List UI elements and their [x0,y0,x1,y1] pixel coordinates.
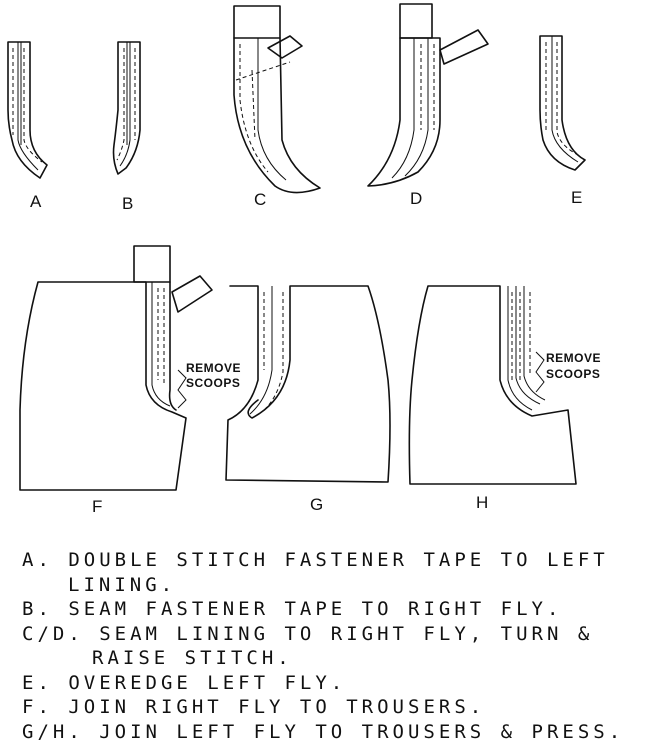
figure-b-right-fly-with-tape: B [112,41,141,213]
callout-f-scoops: SCOOPS [186,376,240,390]
figure-a-left-fly-with-tape: A [7,41,48,211]
figure-g-left-fly-joined-to-trousers: G [225,285,391,514]
figure-label-d: D [410,189,422,208]
step-b: B. SEAM FASTENER TAPE TO RIGHT FLY. [22,598,563,620]
figure-c-lining-seamed-to-right-fly: C [233,5,321,209]
figure-h-fly-pressed: REMOVE SCOOPS H [408,285,601,512]
figure-f-right-fly-joined-to-trousers: REMOVE SCOOPS F [19,245,241,516]
step-gh: G/H. JOIN LEFT FLY TO TROUSERS & PRESS. [22,720,625,743]
figure-label-h: H [476,493,488,512]
figure-label-e: E [571,188,582,207]
callout-h-remove: REMOVE [546,351,601,365]
step-e: E. OVEREDGE LEFT FLY. [22,671,347,694]
step-cd: C/D. SEAM LINING TO RIGHT FLY, TURN &RAI… [22,622,594,670]
callout-f-remove: REMOVE [186,361,241,375]
figure-label-g: G [310,495,323,514]
figure-label-b: B [122,194,133,213]
callout-h-scoops: SCOOPS [546,367,600,381]
step-f: F. JOIN RIGHT FLY TO TROUSERS. [22,696,486,718]
figure-d-lining-turned-and-raise-stitched: D [367,3,489,208]
figure-label-c: C [254,190,266,209]
figure-label-a: A [30,192,42,211]
figure-e-left-fly-overedged: E [539,35,586,207]
figure-label-f: F [92,497,102,516]
